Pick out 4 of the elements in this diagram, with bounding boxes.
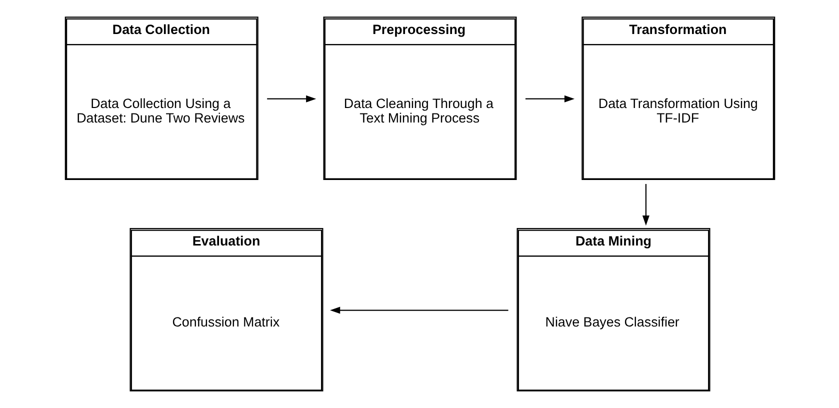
arrow [642, 184, 649, 226]
arrow [330, 306, 508, 314]
arrow [524, 95, 574, 102]
arrow [266, 95, 316, 102]
